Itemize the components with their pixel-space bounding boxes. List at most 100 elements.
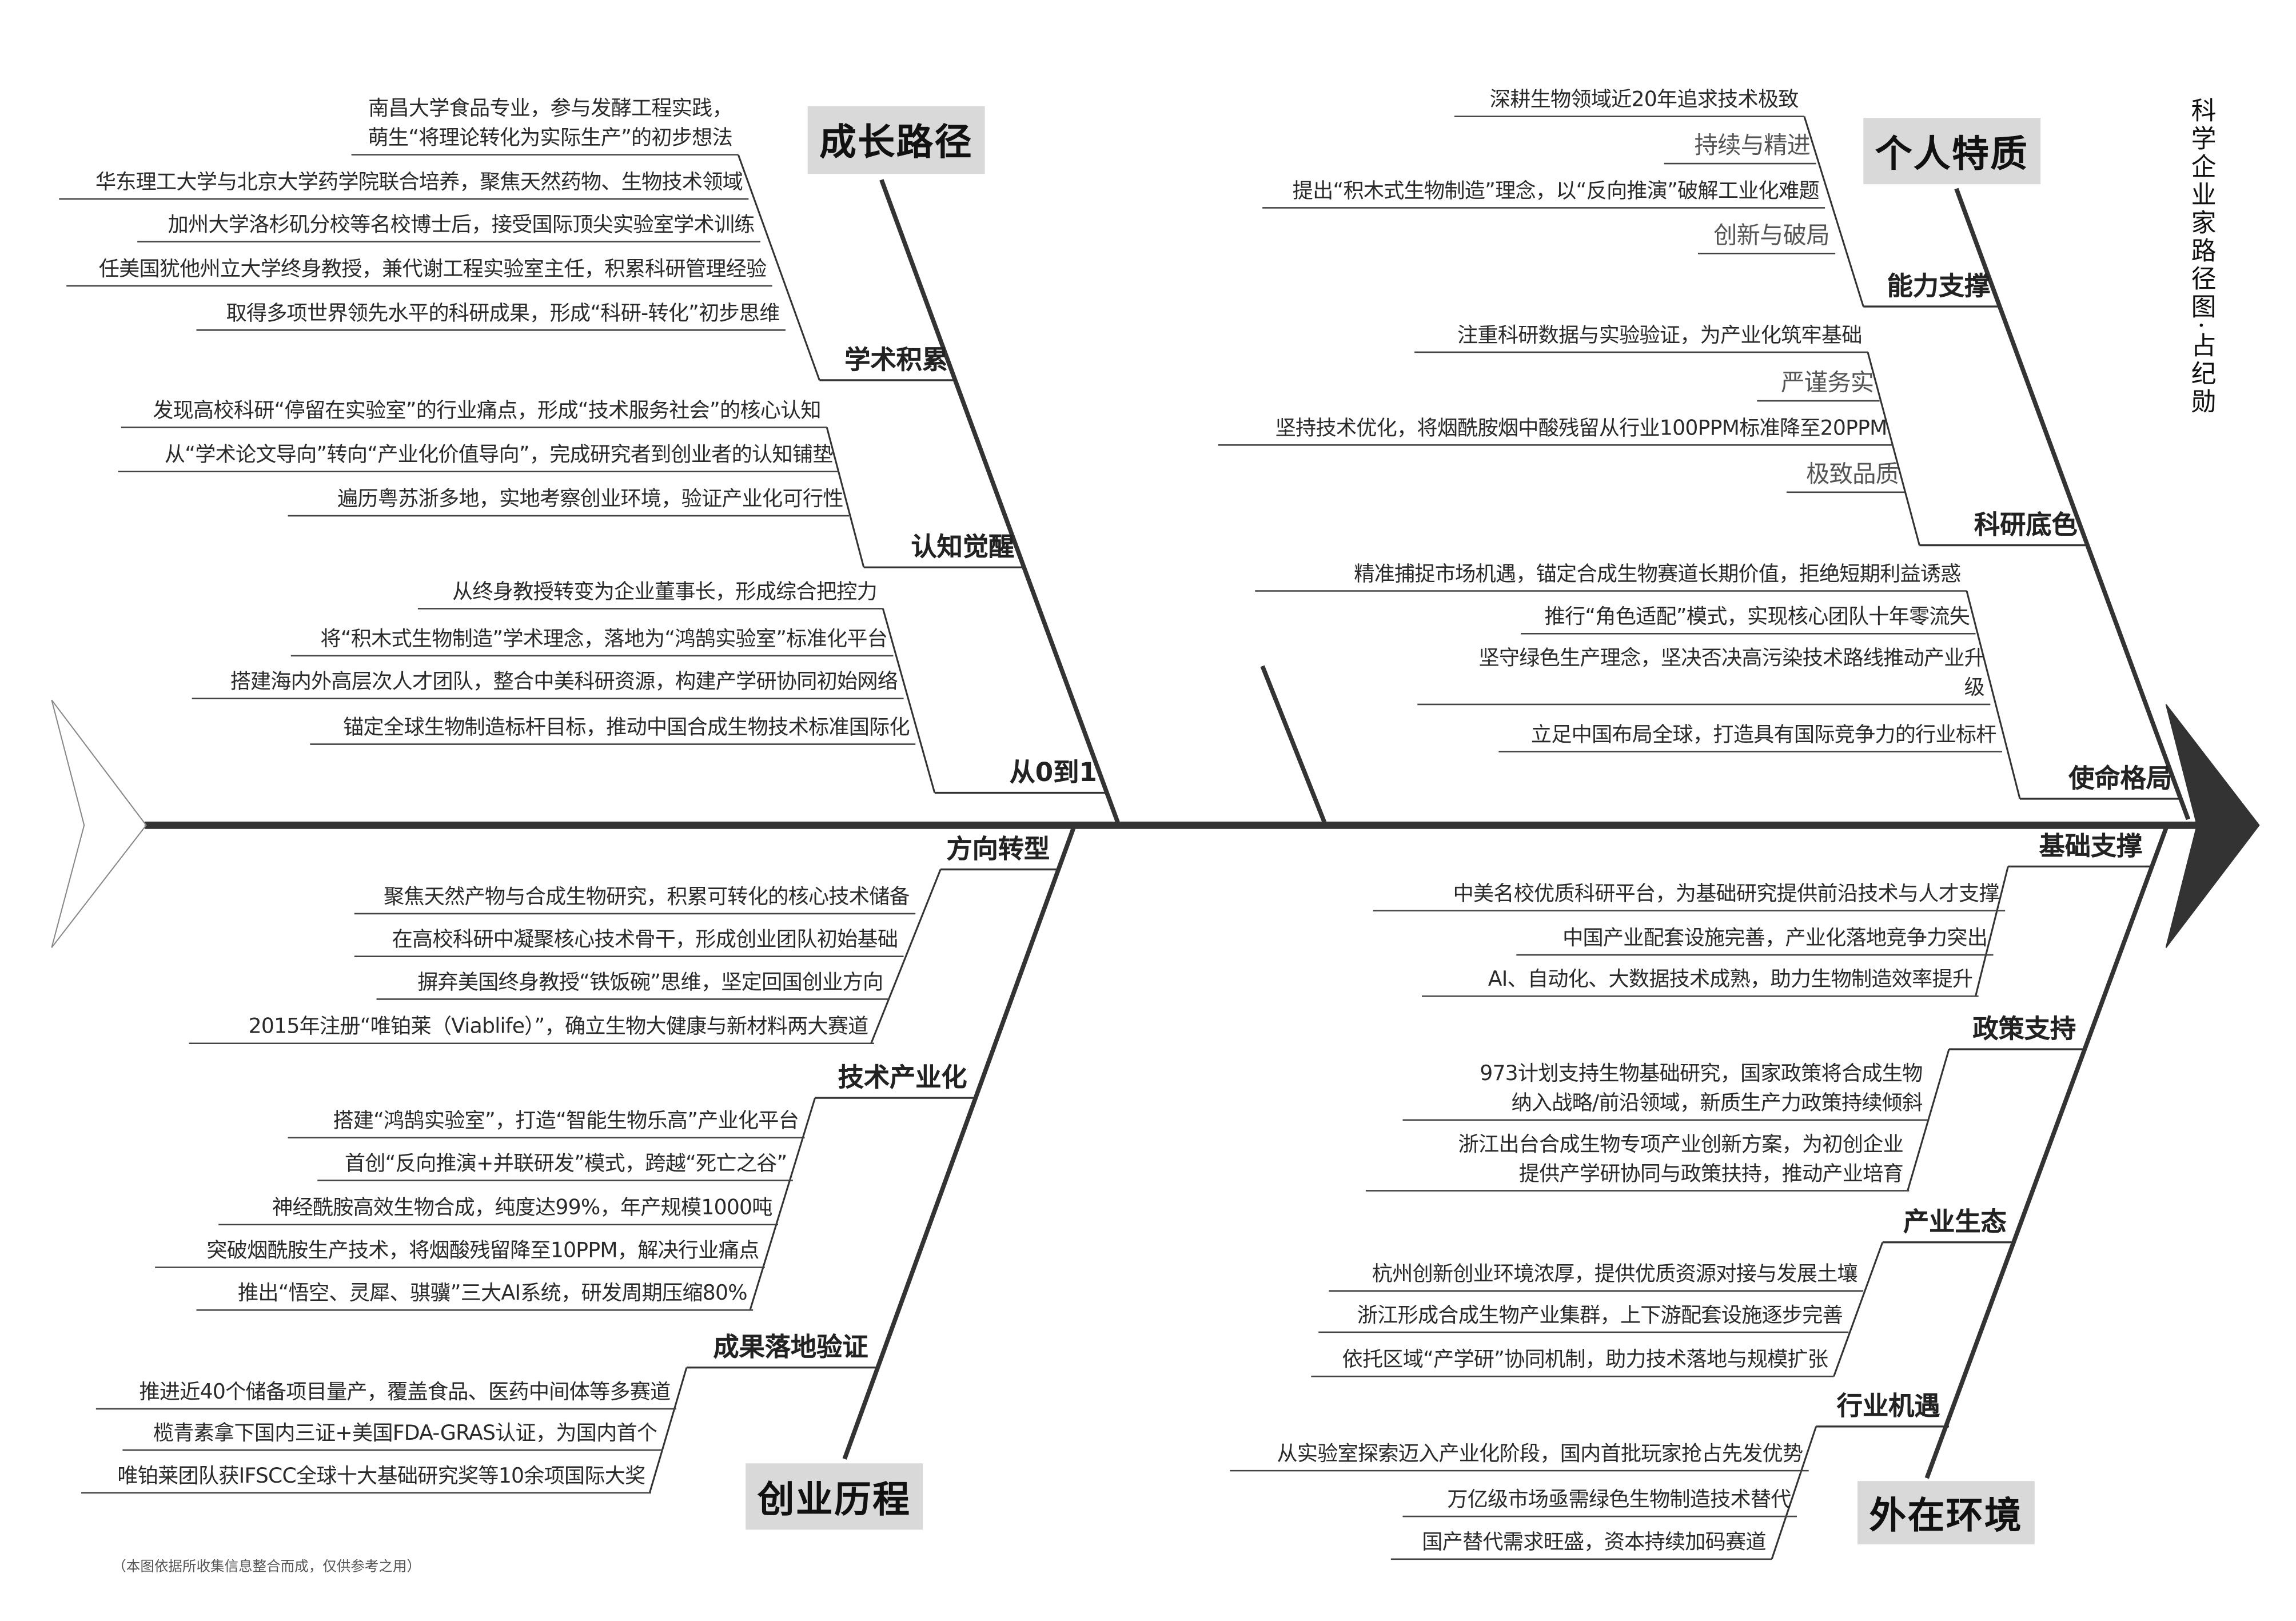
branch-item: 提出“积木式生物制造”理念，以“反向推演”破解工业化难题 (1293, 177, 1820, 206)
branch-item: 立足中国布局全球，打造具有国际竞争力的行业标杆 (1531, 720, 1997, 750)
branch-item: 神经酰胺高效生物合成，纯度达99%，年产规模1000吨 (272, 1194, 772, 1224)
sub-bone (882, 608, 936, 794)
sub-bone (1771, 1426, 1817, 1560)
branch-label: 认知觉醒 (911, 533, 1015, 563)
branch-item: 突破烟酰胺生产技术，将烟酸残留降至10PPM，解决行业痛点 (206, 1236, 759, 1266)
branch-item: 创新与破局 (1713, 220, 1830, 252)
branch-item: 取得多项世界领先水平的科研成果，形成“科研-转化”初步思维 (226, 299, 780, 329)
sub-bone (648, 1367, 688, 1493)
item-text-line: 依托区域“产学研”协同机制，助力技术落地与规模扩张 (1342, 1348, 1828, 1372)
branch-item: 推行“角色适配”模式，实现核心团队十年零流失 (1545, 603, 1970, 632)
sub-bone (1833, 1242, 1884, 1377)
branch-item: 任美国犹他州立大学终身教授，兼代谢工程实验室主任，积累科研管理经验 (99, 255, 767, 285)
bone-external-environment (1924, 827, 2169, 1479)
branch-item: 摒弃美国终身教授“铁饭碗”思维，坚定回国创业方向 (417, 968, 883, 998)
sub-bone (826, 427, 865, 568)
item-text-line: 遍历粤苏浙多地，实地考察创业环境，验证产业化可行性 (337, 488, 843, 512)
footnote: （本图依据所收集信息整合而成，仅供参考之用） (112, 1559, 421, 1576)
branch-item: 在高校科研中凝聚核心技术骨干，形成创业团队初始基础 (392, 926, 898, 955)
item-text-line: 推出“悟空、灵犀、骐骥”三大AI系统，研发周期压缩80% (237, 1282, 748, 1306)
item-text-line: 从实验室探索迈入产业化阶段，国内首批玩家抢占先发优势 (1277, 1443, 1803, 1467)
item-text-line: 将“积木式生物制造”学术理念，落地为“鸿鹄实验室”标准化平台 (320, 627, 888, 652)
branch-item: 推进近40个储备项目量产，覆盖食品、医药中间体等多赛道 (139, 1378, 671, 1408)
item-text-line: 纳入战略/前沿领域，新质生产力政策持续倾斜 (1511, 1092, 1923, 1116)
sub-bone (870, 869, 942, 1044)
branch-item: 首创“反向推演+并联研发”模式，跨越“死亡之谷” (345, 1149, 787, 1179)
item-text-line: 创新与破局 (1713, 221, 1830, 249)
arrow-head (2165, 704, 2260, 948)
branch-item: 973计划支持生物基础研究，国家政策将合成生物纳入战略/前沿领域，新质生产力政策… (1480, 1060, 1923, 1118)
branch-item: 注重科研数据与实验验证，为产业化筑牢基础 (1457, 321, 1862, 351)
branch-item: 发现高校科研“停留在实验室”的行业痛点，形成“技术服务社会”的核心认知 (153, 396, 821, 426)
item-text-line: 坚守绿色生产理念，坚决否决高污染技术路线推动产业升 (1478, 647, 1985, 671)
item-text-line: 级 (1964, 676, 1985, 700)
branch-item: 严谨务实 (1781, 367, 1874, 400)
item-text-line: 深耕生物领域近20年追求技术极致 (1489, 88, 1799, 112)
decorative-bone (1260, 665, 1327, 823)
diagram-title: 科学企业家路径图·占纪勋 (2185, 97, 2215, 416)
item-text-line: 推进近40个储备项目量产，覆盖食品、医药中间体等多赛道 (139, 1380, 671, 1405)
item-text-line: 搭建“鸿鹄实验室”，打造“智能生物乐高”产业化平台 (333, 1109, 799, 1133)
sub-bone (1975, 866, 2009, 997)
item-text-line: 从“学术论文导向”转向“产业化价值导向”，完成研究者到创业者的认知铺垫 (164, 443, 833, 468)
branch-item: 南昌大学食品专业，参与发酵工程实践，萌生“将理论转化为实际生产”的初步想法 (368, 94, 733, 153)
item-text-line: 浙江出台合成生物专项产业创新方案，为初创企业 (1458, 1133, 1904, 1157)
sub-bone (749, 1097, 816, 1311)
branch-item: 2015年注册“唯铂莱（Viablife）”，确立生物大健康与新材料两大赛道 (248, 1013, 869, 1042)
tail (51, 699, 147, 948)
item-text-line: 国产替代需求旺盛，资本持续加码赛道 (1422, 1531, 1766, 1555)
branch-item: 浙江形成合成生物产业集群，上下游配套设施逐步完善 (1357, 1301, 1843, 1331)
category-box: 个人特质 (1863, 118, 2041, 185)
branch-label: 能力支撑 (1887, 272, 1991, 302)
item-text-line: 华东理工大学与北京大学药学院联合培养，聚焦天然药物、生物技术领域 (95, 170, 743, 195)
item-text-line: 中国产业配套设施完善，产业化落地竞争力突出 (1562, 927, 1988, 951)
branch-item: 加州大学洛杉矶分校等名校博士后，接受国际顶尖实验室学术训练 (168, 211, 755, 241)
item-text-line: 突破烟酰胺生产技术，将烟酸残留降至10PPM，解决行业痛点 (206, 1239, 759, 1263)
item-text-line: 中美名校优质科研平台，为基础研究提供前沿技术与人才支撑 (1453, 882, 2000, 907)
branch-item: 榄青素拿下国内三证+美国FDA-GRAS认证，为国内首个 (153, 1419, 657, 1449)
item-text-line: 严谨务实 (1781, 368, 1874, 397)
item-text-line: 在高校科研中凝聚核心技术骨干，形成创业团队初始基础 (392, 928, 898, 952)
branch-item: 万亿级市场亟需绿色生物制造技术替代 (1447, 1485, 1791, 1515)
branch-item: 聚焦天然产物与合成生物研究，积累可转化的核心技术储备 (384, 883, 910, 913)
branch-item: 锚定全球生物制造标杆目标，推动中国合成生物技术标准国际化 (343, 713, 910, 743)
branch-label: 从0到1 (1009, 759, 1097, 788)
item-text-line: 2015年注册“唯铂莱（Viablife）”，确立生物大健康与新材料两大赛道 (248, 1015, 869, 1039)
branch-item: 持续与精进 (1694, 130, 1811, 162)
bone-personal-traits (1954, 188, 2191, 821)
branch-label: 学术积累 (844, 346, 948, 376)
branch-item: 搭建“鸿鹄实验室”，打造“智能生物乐高”产业化平台 (333, 1107, 799, 1137)
item-text-line: 榄青素拿下国内三证+美国FDA-GRAS认证，为国内首个 (153, 1422, 657, 1446)
branch-item: 依托区域“产学研”协同机制，助力技术落地与规模扩张 (1342, 1345, 1828, 1375)
item-text-line: 唯铂莱团队获IFSCC全球十大基础研究奖等10余项国际大奖 (117, 1464, 645, 1489)
item-text-line: AI、自动化、大数据技术成熟，助力生物制造效率提升 (1488, 968, 1973, 992)
branch-item: 深耕生物领域近20年追求技术极致 (1490, 85, 1799, 115)
item-text-line: 精准捕捉市场机遇，锚定合成生物赛道长期价值，拒绝短期利益诱惑 (1354, 563, 1961, 587)
branch-label: 科研底色 (1974, 511, 2078, 541)
category-box: 成长路径 (807, 106, 985, 174)
branch-item: 杭州创新创业环境浓厚，提供优质资源对接与发展土壤 (1372, 1260, 1858, 1290)
branch-label: 行业机遇 (1836, 1392, 1940, 1423)
sub-bone (737, 154, 820, 381)
branch-item: 遍历粤苏浙多地，实地考察创业环境，验证产业化可行性 (337, 485, 843, 515)
item-text-line: 加州大学洛杉矶分校等名校博士后，接受国际顶尖实验室学术训练 (168, 213, 755, 237)
branch-label: 政策支持 (1972, 1015, 2076, 1045)
branch-label: 方向转型 (946, 835, 1050, 865)
item-text-line: 摒弃美国终身教授“铁饭碗”思维，坚定回国创业方向 (417, 971, 883, 995)
branch-item: 从实验室探索迈入产业化阶段，国内首批玩家抢占先发优势 (1277, 1440, 1803, 1469)
item-text-line: 持续与精进 (1694, 131, 1811, 160)
branch-item: 从“学术论文导向”转向“产业化价值导向”，完成研究者到创业者的认知铺垫 (165, 441, 833, 471)
branch-item: 极致品质 (1806, 459, 1899, 491)
item-text-line: 提供产学研协同与政策扶持，推动产业培育 (1518, 1162, 1904, 1186)
item-text-line: 锚定全球生物制造标杆目标，推动中国合成生物技术标准国际化 (343, 716, 910, 740)
category-box: 外在环境 (1857, 1481, 2035, 1545)
item-text-line: 极致品质 (1806, 460, 1899, 488)
item-text-line: 浙江形成合成生物产业集群，上下游配套设施逐步完善 (1357, 1304, 1843, 1328)
sub-bone (1966, 591, 2021, 799)
branch-item: 将“积木式生物制造”学术理念，落地为“鸿鹄实验室”标准化平台 (320, 625, 888, 655)
item-text-line: 任美国犹他州立大学终身教授，兼代谢工程实验室主任，积累科研管理经验 (98, 258, 767, 282)
branch-item: 搭建海内外高层次人才团队，整合中美科研资源，构建产学研协同初始网络 (230, 668, 898, 698)
branch-item: 精准捕捉市场机遇，锚定合成生物赛道长期价值，拒绝短期利益诱惑 (1354, 560, 1961, 590)
branch-item: 浙江出台合成生物专项产业创新方案，为初创企业提供产学研协同与政策扶持，推动产业培… (1458, 1130, 1904, 1189)
